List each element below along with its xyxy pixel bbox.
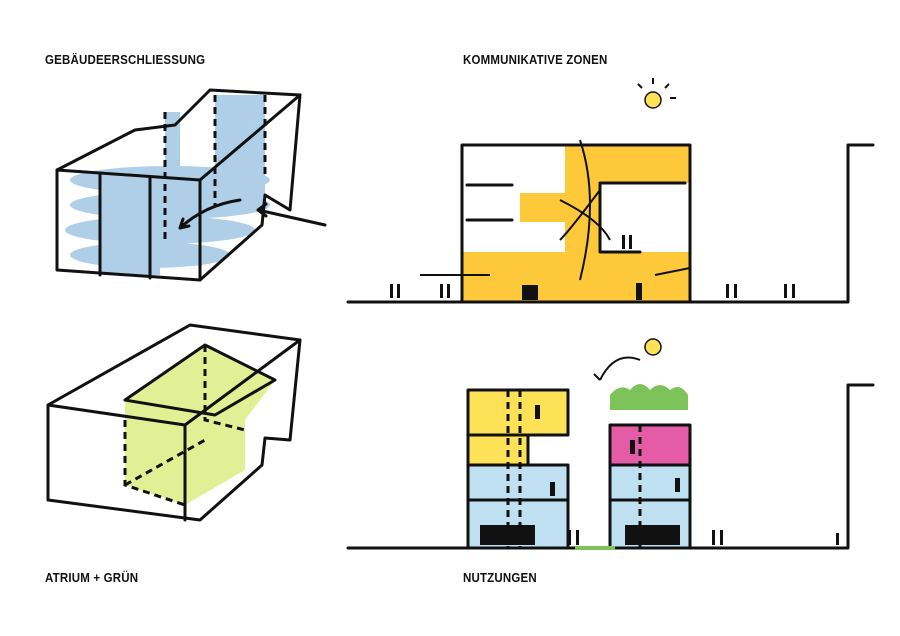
label-nutzungen: NUTZUNGEN [463,571,537,585]
people-icons [480,405,839,545]
label-atrium-gruen: ATRIUM + GRÜN [45,571,139,585]
sun-icon [644,91,662,109]
atrium-sketch [46,323,302,522]
uses-sketch [346,338,875,550]
people-icons [390,235,795,300]
label-kommunikative-zonen: KOMMUNIKATIVE ZONEN [463,53,608,67]
circulation-sketch [55,88,327,282]
label-gebaeudeerschliessung: GEBÄUDEERSCHLIESSUNG [45,53,206,67]
sun-icon [644,338,662,356]
communication-sketch [346,78,875,304]
